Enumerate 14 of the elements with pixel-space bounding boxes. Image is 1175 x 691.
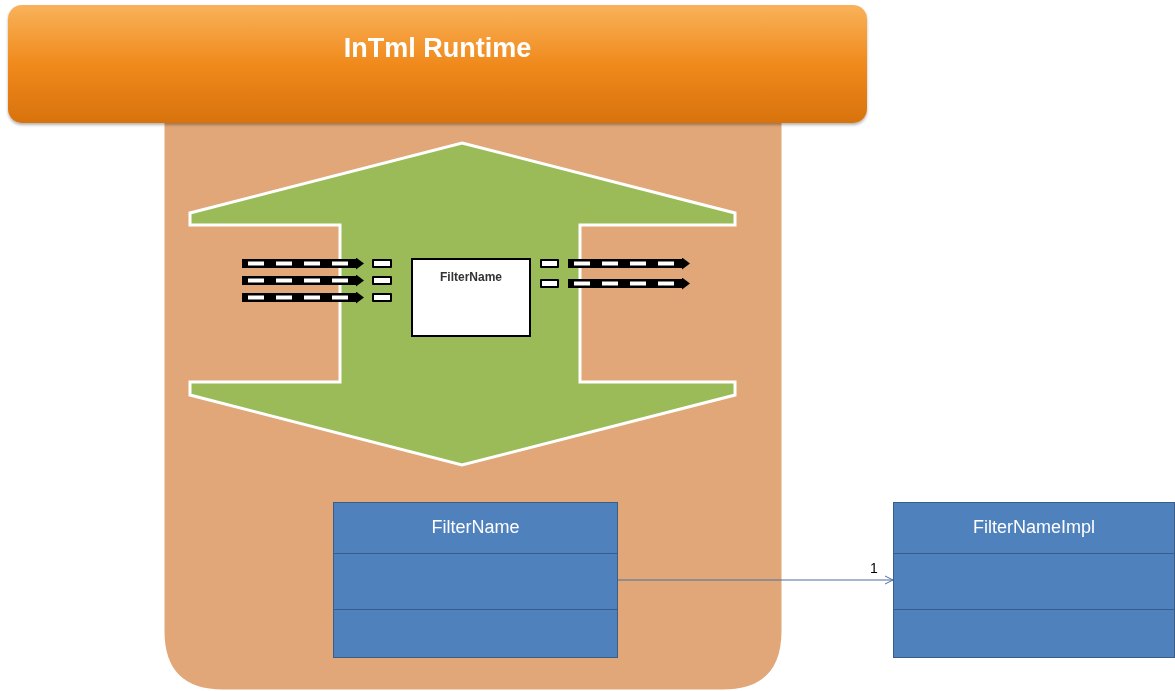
class-name: FilterNameImpl [972, 517, 1096, 538]
uml-class-box [333, 502, 618, 658]
filter-name: FilterName [439, 270, 503, 284]
runtime-title: InTml Runtime [342, 33, 533, 64]
multiplicity-label: 1 [869, 560, 879, 576]
uml-class-box [893, 502, 1175, 658]
port-box [372, 276, 392, 285]
port-box [372, 259, 392, 268]
runtime-header-bar [8, 5, 867, 123]
port-box [540, 279, 559, 288]
filter-box [411, 258, 531, 337]
class-name: FilterName [430, 517, 521, 538]
port-box [372, 293, 392, 302]
port-box [540, 259, 559, 268]
